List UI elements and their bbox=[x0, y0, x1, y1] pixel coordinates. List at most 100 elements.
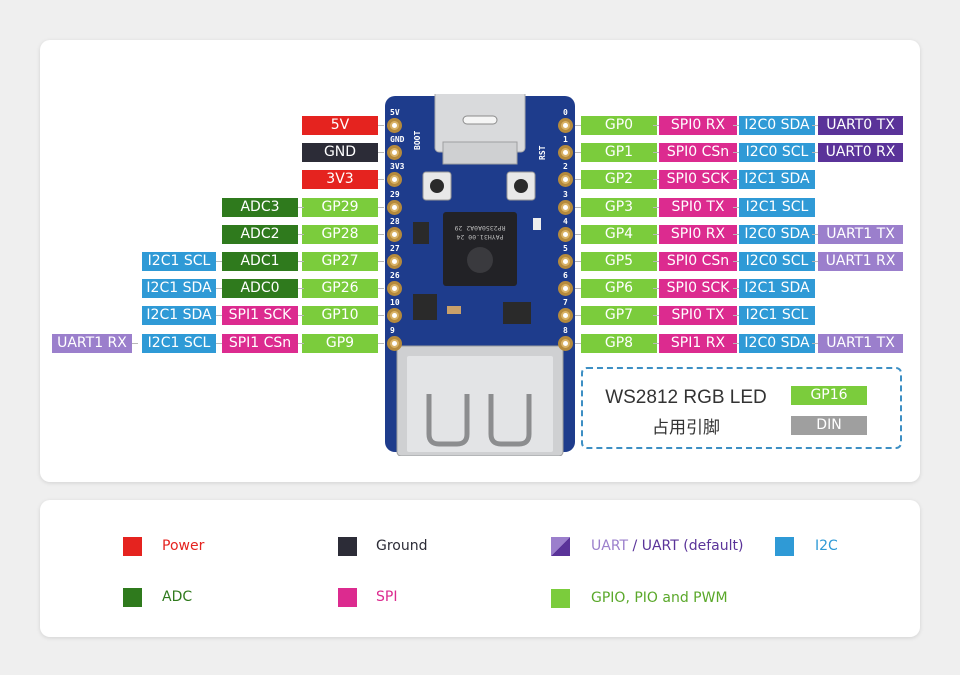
right-silk-label: 4 bbox=[563, 217, 568, 226]
legend-gpio-label: GPIO, PIO and PWM bbox=[591, 590, 728, 606]
led-pin-label: GP16 bbox=[791, 386, 867, 405]
left-header-pin bbox=[387, 200, 402, 215]
right-pin-label: UART0 RX bbox=[818, 143, 903, 162]
label-connector-line bbox=[733, 125, 739, 126]
label-connector-line bbox=[216, 261, 222, 262]
right-pin-label: SPI0 RX bbox=[659, 116, 737, 135]
legend-adc-label: ADC bbox=[162, 589, 193, 605]
left-silk-label: 9 bbox=[390, 326, 395, 335]
left-silk-label: 29 bbox=[390, 190, 400, 199]
left-silk-label: 5V bbox=[390, 108, 400, 117]
left-pin-label: I2C1 SDA bbox=[142, 306, 216, 325]
right-pin-label: GP6 bbox=[581, 279, 657, 298]
left-header-pin bbox=[387, 145, 402, 160]
label-connector-line bbox=[812, 343, 818, 344]
left-silk-label: 28 bbox=[390, 217, 400, 226]
right-pin-label: I2C1 SCL bbox=[739, 306, 815, 325]
left-pin-label: GP27 bbox=[302, 252, 378, 271]
label-connector-line bbox=[378, 261, 384, 262]
label-connector-line bbox=[378, 207, 384, 208]
rst-silk-label: RST bbox=[538, 145, 547, 160]
left-pin-label: UART1 RX bbox=[52, 334, 132, 353]
right-pin-label: I2C1 SDA bbox=[739, 170, 815, 189]
label-connector-line bbox=[812, 234, 818, 235]
right-header-pin bbox=[558, 200, 573, 215]
label-connector-line bbox=[733, 234, 739, 235]
right-header-pin bbox=[558, 145, 573, 160]
legend-ground-swatch bbox=[338, 537, 357, 556]
label-connector-line bbox=[733, 261, 739, 262]
right-pin-label: I2C0 SDA bbox=[739, 334, 815, 353]
legend-spi-label: SPI bbox=[376, 589, 398, 605]
label-connector-line bbox=[378, 343, 384, 344]
left-pin-label: ADC3 bbox=[222, 198, 298, 217]
label-connector-line bbox=[298, 261, 304, 262]
right-pin-label: GP2 bbox=[581, 170, 657, 189]
right-pin-label: UART0 TX bbox=[818, 116, 903, 135]
right-header-pin bbox=[558, 172, 573, 187]
label-connector-line bbox=[653, 315, 659, 316]
label-connector-line bbox=[733, 315, 739, 316]
led-signal-label: DIN bbox=[791, 416, 867, 435]
label-connector-line bbox=[653, 152, 659, 153]
right-pin-label: UART1 TX bbox=[818, 225, 903, 244]
legend-uart-separator: / bbox=[628, 538, 642, 554]
label-connector-line bbox=[575, 152, 581, 153]
left-pin-label: ADC2 bbox=[222, 225, 298, 244]
left-silk-label: 3V3 bbox=[390, 162, 405, 171]
legend-uart-default-text: UART (default) bbox=[641, 538, 744, 554]
legend-power-label: Power bbox=[162, 538, 205, 554]
left-header-pin bbox=[387, 118, 402, 133]
left-pin-label: I2C1 SCL bbox=[142, 252, 216, 271]
label-connector-line bbox=[298, 234, 304, 235]
usb-a-connector bbox=[396, 345, 564, 456]
boot-button bbox=[422, 171, 452, 201]
label-connector-line bbox=[733, 288, 739, 289]
left-pin-label: GP29 bbox=[302, 198, 378, 217]
label-connector-line bbox=[575, 315, 581, 316]
label-connector-line bbox=[812, 261, 818, 262]
left-header-pin bbox=[387, 281, 402, 296]
right-silk-label: 3 bbox=[563, 190, 568, 199]
right-pin-label: UART1 RX bbox=[818, 252, 903, 271]
board-illustration: RP2350A0A2 29 PAYH31.00 24 bbox=[385, 94, 575, 456]
left-pin-label: SPI1 CSn bbox=[222, 334, 298, 353]
right-silk-label: 2 bbox=[563, 162, 568, 171]
left-pin-label: SPI1 SCK bbox=[222, 306, 298, 325]
legend-uart-text: UART bbox=[591, 538, 629, 554]
label-connector-line bbox=[378, 288, 384, 289]
legend-panel bbox=[40, 500, 920, 637]
label-connector-line bbox=[378, 179, 384, 180]
label-connector-line bbox=[653, 261, 659, 262]
label-connector-line bbox=[216, 343, 222, 344]
legend-i2c-swatch bbox=[775, 537, 794, 556]
right-silk-label: 6 bbox=[563, 271, 568, 280]
label-connector-line bbox=[575, 125, 581, 126]
right-pin-label: SPI0 RX bbox=[659, 225, 737, 244]
left-pin-label: GND bbox=[302, 143, 378, 162]
chip-text-2: PAYH31.00 24 bbox=[456, 233, 503, 241]
right-pin-label: SPI0 CSn bbox=[659, 252, 737, 271]
right-pin-label: SPI0 TX bbox=[659, 198, 737, 217]
right-pin-label: I2C0 SCL bbox=[739, 143, 815, 162]
left-pin-label: ADC0 bbox=[222, 279, 298, 298]
left-pin-label: 3V3 bbox=[302, 170, 378, 189]
right-silk-label: 8 bbox=[563, 326, 568, 335]
label-connector-line bbox=[216, 315, 222, 316]
right-header-pin bbox=[558, 336, 573, 351]
legend-i2c-label: I2C bbox=[815, 538, 838, 554]
led-subtitle: 占用引脚 bbox=[652, 418, 720, 438]
label-connector-line bbox=[653, 125, 659, 126]
left-header-pin bbox=[387, 227, 402, 242]
led-title: WS2812 RGB LED bbox=[605, 387, 767, 408]
boot-silk-label: BOOT bbox=[413, 130, 422, 150]
right-pin-label: SPI0 CSn bbox=[659, 143, 737, 162]
label-connector-line bbox=[575, 179, 581, 180]
legend-uart-label: UART / UART (default) bbox=[591, 537, 743, 556]
left-silk-label: 27 bbox=[390, 244, 400, 253]
rp2350-chip: RP2350A0A2 29 PAYH31.00 24 bbox=[443, 212, 517, 286]
label-connector-line bbox=[378, 315, 384, 316]
right-pin-label: I2C0 SDA bbox=[739, 116, 815, 135]
legend-ground-label: Ground bbox=[376, 538, 428, 554]
left-pin-label: I2C1 SCL bbox=[142, 334, 216, 353]
